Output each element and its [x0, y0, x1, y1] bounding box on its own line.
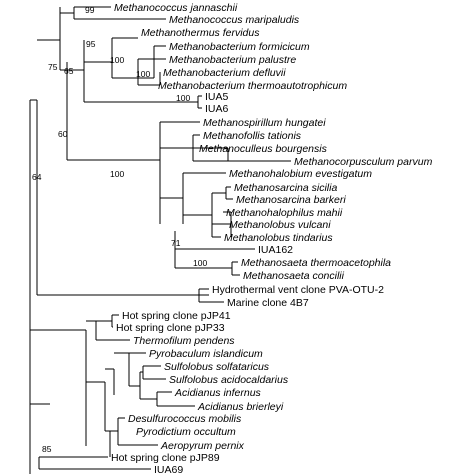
taxon-label: IUA6	[205, 103, 229, 115]
bootstrap-value: 99	[85, 5, 95, 15]
taxon-label: Acidianus infernus	[174, 387, 262, 399]
bootstrap-value: 65	[64, 66, 74, 76]
taxon-label: Methanolobus vulcani	[229, 219, 331, 231]
taxon-label: Methanobacterium formicicum	[169, 41, 310, 53]
taxon-label: Methanococcus maripaludis	[169, 14, 300, 26]
taxon-label: Pyrodictium occultum	[136, 426, 236, 438]
taxon-label: Marine clone 4B7	[227, 297, 309, 309]
bootstrap-value: 60	[58, 129, 68, 139]
taxon-label: Methanothermus fervidus	[141, 27, 260, 39]
taxon-label: Methanobacterium thermoautotrophicum	[158, 80, 347, 92]
taxon-label: Methanosarcina barkeri	[236, 194, 346, 206]
taxon-label: Methanobacterium palustre	[169, 54, 296, 66]
taxon-label: Thermofilum pendens	[133, 335, 235, 347]
taxon-label: Methanofollis tationis	[203, 130, 302, 142]
taxon-label: Methanolobus tindarius	[224, 232, 333, 244]
taxon-label: Hot spring clone pJP89	[111, 452, 220, 464]
bootstrap-value: 100	[110, 55, 124, 65]
taxon-label: Methanosaeta concilii	[243, 270, 345, 282]
taxon-label: Hot spring clone pJP41	[122, 310, 231, 322]
taxon-label: IUA162	[258, 244, 293, 256]
taxon-label: Hydrothermal vent clone PVA-OTU-2	[212, 284, 384, 296]
bootstrap-value: 100	[193, 258, 207, 268]
taxon-label: Methanobacterium defluvii	[163, 67, 286, 79]
taxon-label: Methanocorpusculum parvum	[294, 156, 433, 168]
taxon-label: Methanosaeta thermoacetophila	[241, 257, 391, 269]
taxon-label: IUA69	[154, 464, 183, 474]
taxon-label: Sulfolobus acidocaldarius	[169, 374, 289, 386]
tree-branches	[29, 6, 291, 474]
bootstrap-value: 100	[136, 69, 150, 79]
bootstrap-value: 64	[32, 172, 42, 182]
bootstrap-value: 71	[171, 238, 181, 248]
taxon-label: Hot spring clone pJP33	[116, 322, 225, 334]
taxon-label: Acidianus brierleyi	[197, 401, 284, 413]
taxon-label: Sulfolobus solfataricus	[164, 361, 270, 373]
bootstrap-value: 75	[48, 62, 58, 72]
bootstrap-value: 100	[176, 93, 190, 103]
taxon-label: Pyrobaculum islandicum	[149, 348, 263, 360]
bootstrap-value: 95	[86, 39, 96, 49]
taxon-label: Aeropyrum pernix	[160, 440, 245, 452]
taxon-label: IUA5	[205, 91, 229, 103]
taxon-label: Desulfurococcus mobilis	[128, 413, 242, 425]
bootstrap-value: 100	[110, 169, 124, 179]
bootstrap-value: 85	[42, 444, 52, 454]
taxon-label: Methanohalophilus mahii	[226, 207, 343, 219]
bootstrap-labels: 99 75 95 65 100 100 100 60 100 71 100 64 85	[32, 5, 207, 454]
taxon-label: Methanoculleus bourgensis	[199, 143, 328, 155]
taxon-label: Methanococcus jannaschii	[114, 2, 238, 14]
taxon-label: Methanosarcina sicilia	[234, 182, 337, 194]
taxon-label: Methanohalobium evestigatum	[229, 168, 372, 180]
taxon-label: Methanospirillum hungatei	[203, 117, 326, 129]
